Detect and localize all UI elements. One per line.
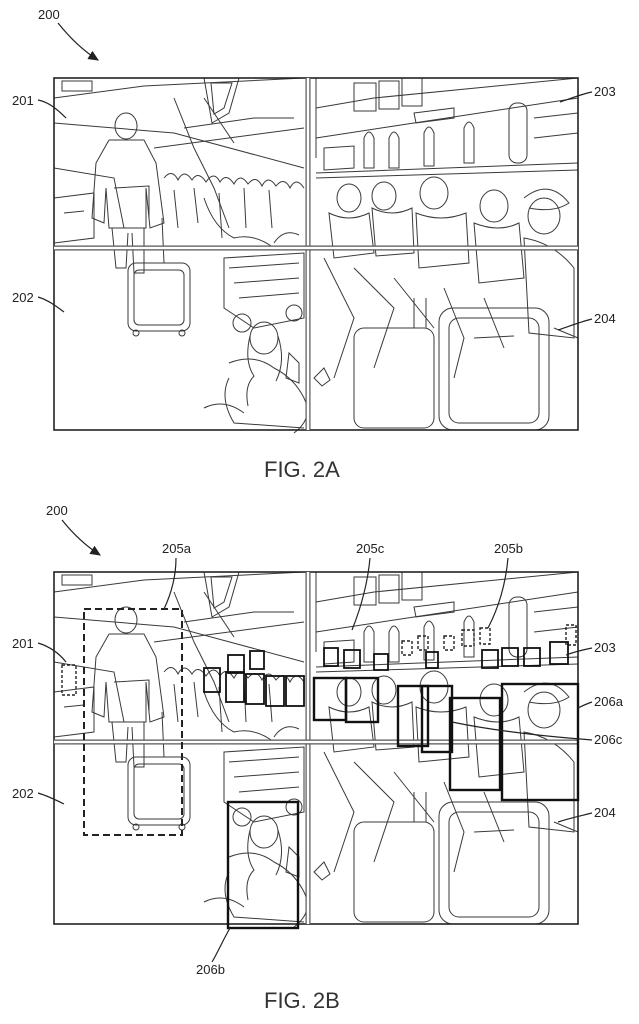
ref-201-fig2b: 201 xyxy=(12,636,34,651)
figure-2a: 200 201 203 202 204 FIG. 2A xyxy=(12,7,616,482)
arrow-200-fig2a xyxy=(58,23,98,60)
ref-206a: 206a xyxy=(594,694,624,709)
solid-box-group-205c xyxy=(204,642,568,706)
figure-2b: 200 xyxy=(12,503,624,1013)
figure-caption-fig2b: FIG. 2B xyxy=(264,988,340,1013)
ref-204-fig2a: 204 xyxy=(594,311,616,326)
ref-205c: 205c xyxy=(356,541,385,556)
leader-206b xyxy=(212,928,230,962)
ref-206b: 206b xyxy=(196,962,225,977)
ref-204-fig2b: 204 xyxy=(594,805,616,820)
leader-206a xyxy=(578,702,592,708)
ref-203-fig2b: 203 xyxy=(594,640,616,655)
leader-201-fig2a xyxy=(38,100,66,118)
leader-202-fig2a xyxy=(38,297,64,312)
ref-200-fig2a: 200 xyxy=(38,7,60,22)
ref-201-fig2a: 201 xyxy=(12,93,34,108)
ref-205b: 205b xyxy=(494,541,523,556)
ref-203-fig2a: 203 xyxy=(594,84,616,99)
ref-205a: 205a xyxy=(162,541,192,556)
ref-202-fig2a: 202 xyxy=(12,290,34,305)
leader-201-fig2b xyxy=(38,643,66,662)
ref-206c: 206c xyxy=(594,732,623,747)
leader-204-fig2a xyxy=(558,319,592,330)
solid-box-group-206 xyxy=(228,678,578,928)
ref-202-fig2b: 202 xyxy=(12,786,34,801)
solid-box-206b xyxy=(228,802,298,928)
panel-grid-fig2a xyxy=(54,78,578,433)
leader-203-fig2b xyxy=(566,648,592,655)
figure-caption-fig2a: FIG. 2A xyxy=(264,457,340,482)
leader-204-fig2b xyxy=(558,813,592,822)
scene-sketch-fig2a xyxy=(54,78,578,433)
ref-200-fig2b: 200 xyxy=(46,503,68,518)
leader-202-fig2b xyxy=(38,793,64,804)
leader-206c xyxy=(452,722,592,740)
arrow-200-fig2b xyxy=(62,520,100,555)
leader-205a xyxy=(164,558,176,609)
leader-203-fig2a xyxy=(560,92,592,102)
leader-205b xyxy=(488,558,508,628)
